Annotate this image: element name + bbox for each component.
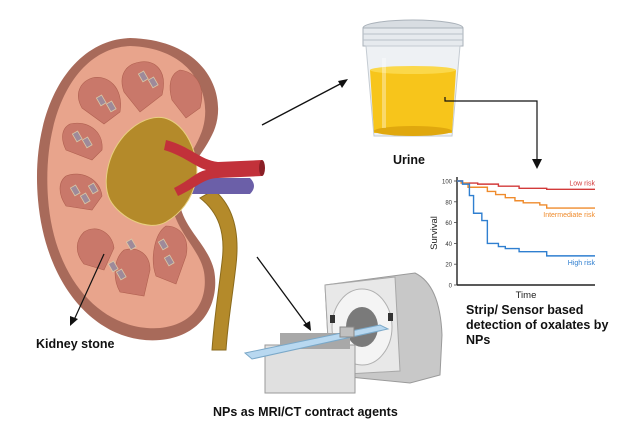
kidney-stones	[69, 70, 175, 281]
y-tick-label: 0	[449, 284, 453, 290]
arrow-to-chart	[444, 97, 542, 169]
urine-liquid	[370, 70, 456, 133]
renal-artery	[164, 140, 262, 196]
y-tick-label: 20	[445, 263, 452, 269]
y-tick-label: 60	[445, 221, 452, 227]
kidney-stone-label: Kidney stone	[36, 337, 115, 351]
arrow-to-urine	[261, 79, 348, 126]
ureter	[199, 189, 238, 351]
y-axis-label: Survival	[429, 216, 440, 250]
low-risk-label: Low risk	[569, 180, 595, 187]
mri-scanner	[243, 272, 443, 394]
mri-label: NPs as MRI/CT contract agents	[213, 405, 398, 419]
arrow-to-mri	[256, 256, 311, 331]
high-risk-line	[457, 180, 595, 257]
urine-label: Urine	[393, 153, 425, 167]
y-tick-label: 100	[442, 180, 453, 186]
y-tick-label: 40	[445, 242, 452, 248]
kidney-stone-arrow	[70, 253, 105, 326]
urine-cup	[362, 19, 464, 137]
strip-sensor-label: Strip/ Sensor based detection of oxalate…	[466, 303, 608, 348]
x-axis-label: Time	[516, 290, 537, 301]
intermediate-risk-label: Intermediate risk	[543, 212, 595, 219]
strip-sensor-line-1: Strip/ Sensor based	[466, 303, 584, 317]
high-risk-label: High risk	[568, 260, 596, 267]
strip-sensor-line-3: NPs	[466, 333, 491, 347]
y-tick-label: 80	[445, 200, 452, 206]
strip-sensor-line-2: detection of oxalates by	[466, 318, 609, 332]
